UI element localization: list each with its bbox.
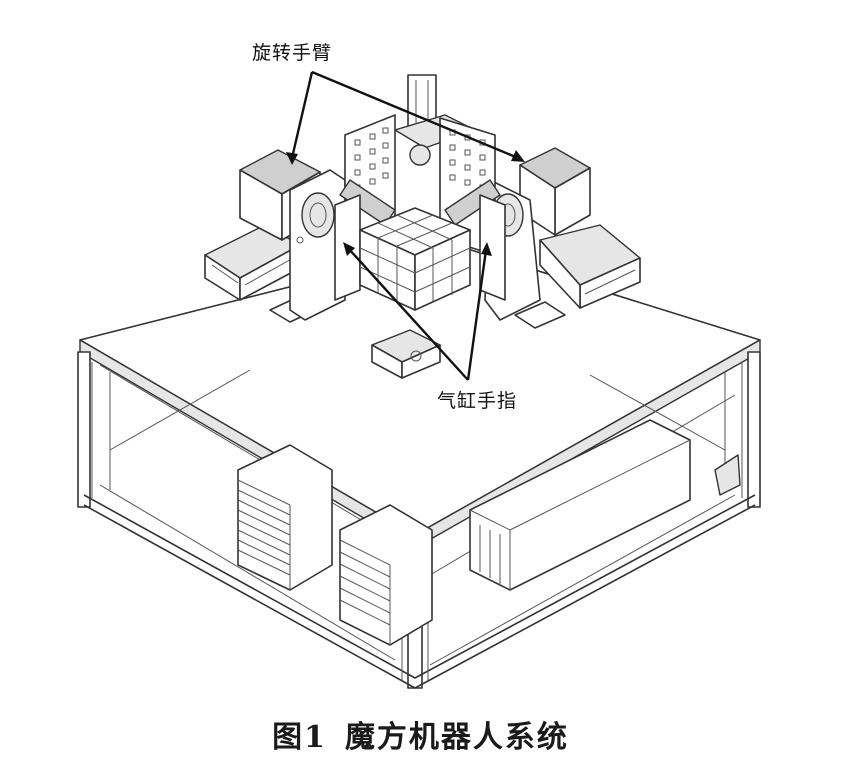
rotating-arm-label: 旋转手臂 [252,42,333,64]
figure-caption: 图1 魔方机器人系统 [0,712,841,756]
heatsink-left [237,444,333,591]
power-supply-right [469,419,741,591]
heatsink-middle [339,504,433,646]
cylinder-finger-label: 气缸手指 [437,390,518,412]
rubiks-cube [359,207,471,311]
caption-number: 图1 [272,720,327,755]
left-motor [239,149,346,321]
front-block [371,329,441,379]
caption-title: 魔方机器人系统 [344,720,569,755]
annotation-arrows [286,70,525,381]
right-rail [514,224,641,329]
